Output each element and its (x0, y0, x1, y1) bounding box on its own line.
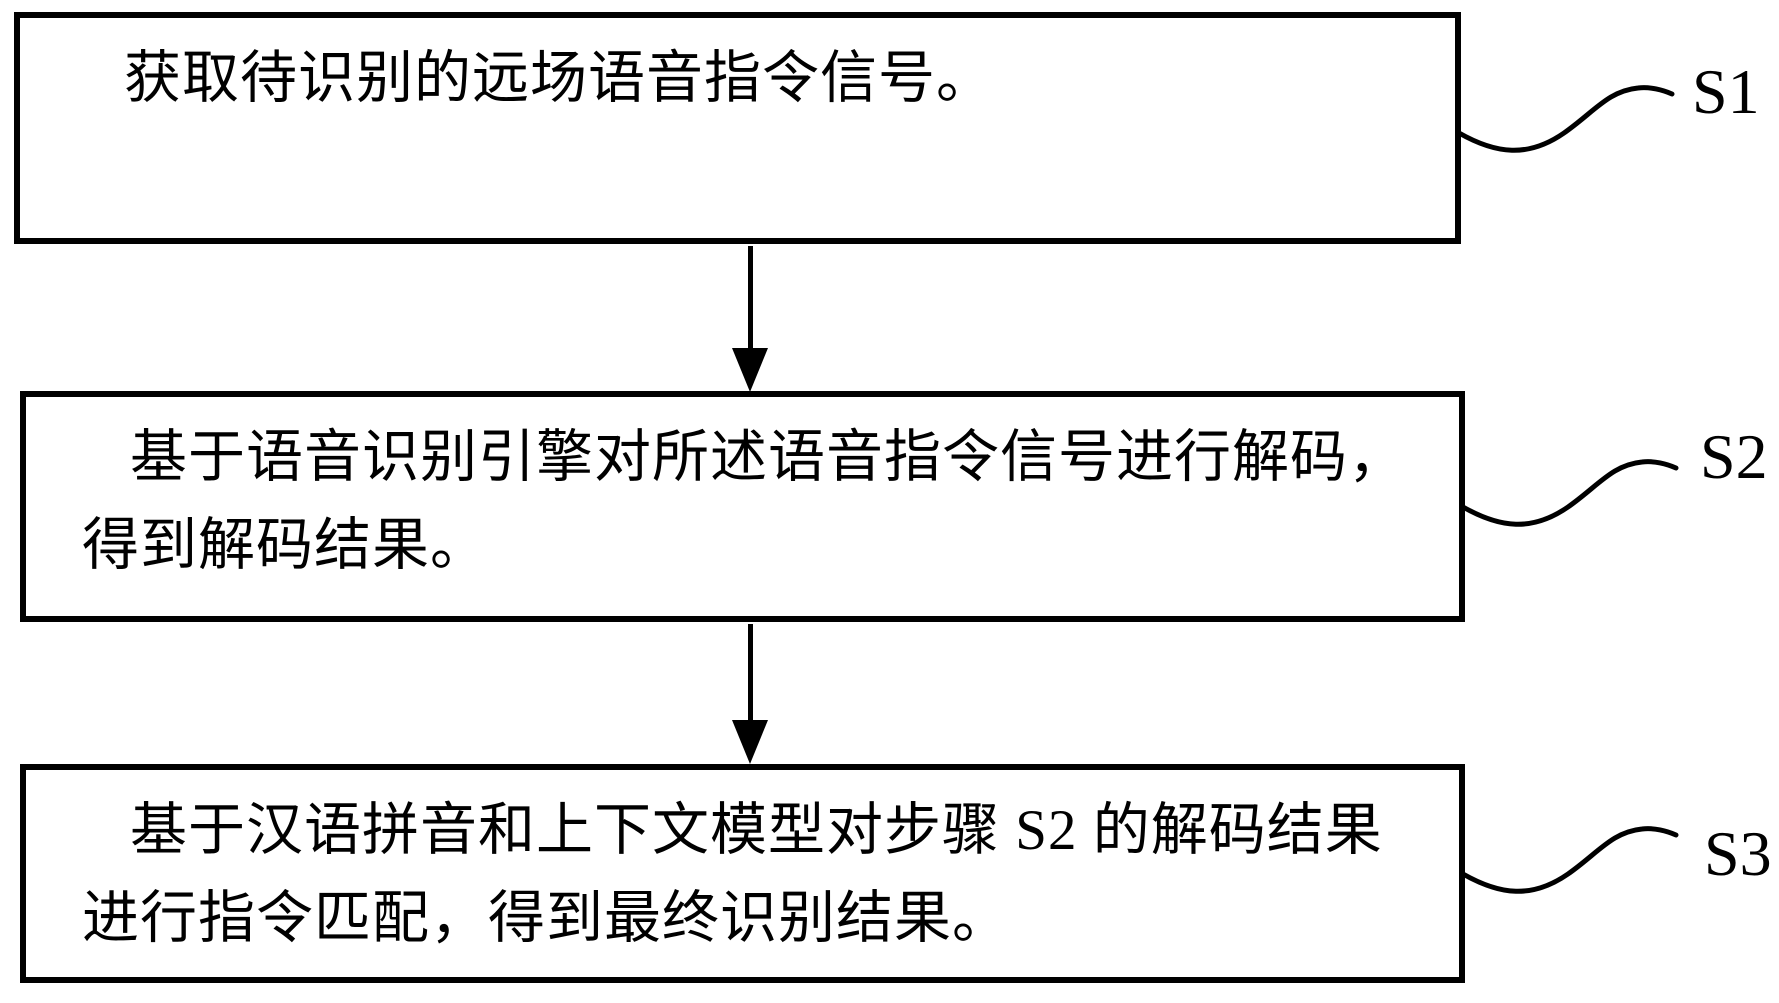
arrow-1-shaft (748, 246, 753, 350)
step-1-wave-connector (1456, 85, 1675, 153)
step-3-text: 基于汉语拼音和上下文模型对步骤 S2 的解码结果进行指令匹配，得到最终识别结果。 (82, 799, 1383, 950)
step-2-wave-connector (1460, 459, 1679, 527)
arrow-2-head-icon (732, 720, 768, 764)
step-2-text: 基于语音识别引擎对所述语音指令信号进行解码，得到解码结果。 (82, 426, 1406, 577)
wave-path (1460, 826, 1679, 894)
step-3-wave-connector (1460, 826, 1679, 894)
step-box-3: 基于汉语拼音和上下文模型对步骤 S2 的解码结果进行指令匹配，得到最终识别结果。 (20, 764, 1465, 983)
step-3-label: S3 (1704, 818, 1772, 889)
wave-path (1456, 85, 1675, 153)
step-2-label: S2 (1700, 421, 1768, 492)
step-box-2: 基于语音识别引擎对所述语音指令信号进行解码，得到解码结果。 (20, 391, 1465, 622)
step-1-text: 获取待识别的远场语音指令信号。 (124, 47, 994, 110)
step-1-label: S1 (1692, 56, 1760, 127)
arrow-2-shaft (748, 624, 753, 722)
wave-path (1460, 459, 1679, 527)
step-box-1: 获取待识别的远场语音指令信号。 (14, 12, 1461, 244)
arrow-1-head-icon (732, 348, 768, 392)
